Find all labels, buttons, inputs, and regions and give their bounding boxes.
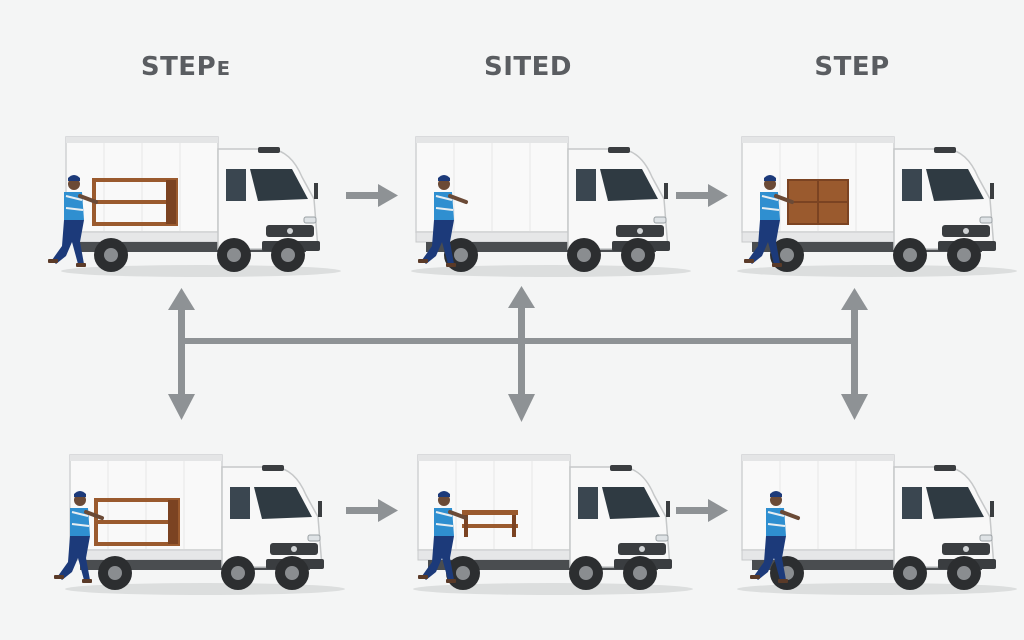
double-arrow-icon: [168, 288, 195, 420]
truck-icon: [60, 136, 342, 278]
arrow-right-icon: [676, 184, 728, 207]
panel-bottom-3: [736, 454, 1018, 596]
down-arrow-icon: [508, 344, 535, 422]
furniture-cabinet-icon: [787, 179, 849, 225]
double-arrow-icon: [841, 288, 868, 420]
connector-frame: [168, 286, 868, 422]
panel-bottom-2: [412, 454, 694, 596]
step-title-1: STEPᴇ: [140, 52, 232, 82]
arrow-right-icon: [676, 499, 728, 522]
arrow-right-icon: [346, 184, 398, 207]
step-title-3: STEP: [814, 52, 890, 82]
arrow-right-icon: [346, 499, 398, 522]
panel-top-1: [46, 136, 342, 278]
horizontal-connector: [183, 338, 855, 344]
up-arrow-icon: [508, 286, 535, 340]
flow-arrows: [346, 184, 728, 522]
truck-icon: [64, 454, 346, 596]
step-title-2: SITED: [484, 52, 572, 82]
panel-top-2: [410, 136, 692, 278]
panel-bottom-1: [52, 454, 346, 596]
truck-icon: [412, 454, 694, 596]
panel-top-3: [736, 136, 1018, 278]
